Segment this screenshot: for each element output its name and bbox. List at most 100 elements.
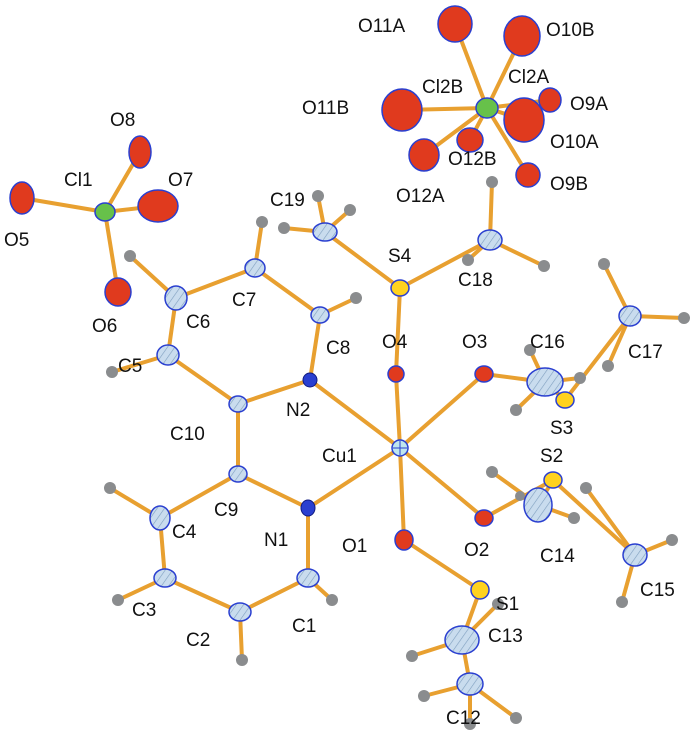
hydrogen-atoms [104, 176, 690, 730]
label-c12: C12 [446, 708, 481, 729]
atom-c18 [477, 229, 503, 251]
bond-cu1-o2 [398, 446, 486, 520]
label-o2: O2 [464, 540, 489, 561]
bond-s4-c19 [323, 230, 402, 290]
label-o11b: O11B [302, 98, 349, 119]
sulfur-atoms [390, 279, 575, 600]
atom-o10a [503, 97, 545, 143]
atom-c7 [244, 258, 266, 278]
atom-c5 [156, 344, 180, 366]
atom-c1 [296, 568, 320, 588]
atom-c3 [153, 568, 177, 588]
label-n2: N2 [286, 400, 310, 421]
atom-c15 [622, 543, 648, 567]
atom-o5 [9, 181, 35, 215]
bond-c1-c2 [238, 576, 310, 614]
label-c5: C5 [118, 356, 142, 377]
bond-cl1-o5 [20, 196, 107, 214]
bond-cl2-o9b [485, 106, 530, 177]
chlorine-atoms [94, 97, 499, 222]
label-c10: C10 [170, 424, 205, 445]
label-c18: C18 [458, 270, 493, 291]
atom-labels: O11A O10B Cl2B Cl2A O11B O9A O10A O12B O… [4, 16, 675, 729]
label-o3: O3 [462, 332, 487, 353]
atom-o9b [515, 162, 541, 188]
label-c9: C9 [214, 500, 238, 521]
label-o12b: O12B [448, 149, 497, 170]
label-o10a: O10A [550, 132, 599, 153]
atom-c16 [526, 367, 564, 397]
label-c1: C1 [292, 616, 316, 637]
bond-s3-c17 [563, 314, 632, 402]
atom-o11b [381, 88, 423, 132]
atom-s2 [543, 471, 563, 489]
bond-c9-n1 [236, 472, 310, 510]
label-s3: S3 [550, 418, 573, 439]
label-o5: O5 [4, 230, 29, 251]
atom-c2 [228, 602, 252, 622]
label-o12a: O12A [396, 186, 445, 207]
atom-s4 [390, 279, 410, 297]
atom-o4 [387, 365, 405, 383]
atom-s1 [470, 580, 490, 600]
label-o9a: O9A [570, 94, 608, 115]
label-s1: S1 [496, 594, 519, 615]
atom-o1 [394, 529, 414, 551]
bond-cu1-o1 [398, 446, 406, 542]
bond-o4-s4 [394, 286, 402, 376]
label-c15: C15 [640, 580, 675, 601]
label-c4: C4 [172, 522, 197, 543]
label-o10b: O10B [546, 20, 595, 41]
label-c3: C3 [132, 600, 156, 621]
atom-c6 [164, 285, 188, 311]
atom-cl2 [475, 97, 499, 119]
bond-s2-c15 [551, 478, 637, 557]
label-c19: C19 [270, 190, 305, 211]
label-o9b: O9B [550, 174, 588, 195]
atom-cl1 [94, 202, 116, 222]
bond-c4-c9 [158, 472, 240, 520]
atom-c14 [523, 487, 553, 523]
atom-o12b [456, 127, 484, 153]
atom-o7 [137, 189, 179, 223]
label-cl1: Cl1 [64, 170, 93, 191]
label-s2: S2 [540, 446, 563, 467]
label-c8: C8 [326, 338, 350, 359]
atom-s3 [555, 391, 575, 409]
label-cl2a: Cl2A [508, 67, 550, 88]
label-c6: C6 [186, 312, 210, 333]
bond-c8-c7 [253, 266, 322, 317]
label-c2: C2 [186, 630, 210, 651]
atom-c17 [618, 305, 642, 327]
label-cu1: Cu1 [322, 446, 357, 467]
atom-o12a [408, 138, 440, 172]
bond-cu1-n1 [306, 446, 402, 510]
bond-s4-c18 [398, 238, 492, 290]
atom-o10b [503, 15, 541, 57]
atom-n2 [302, 372, 318, 388]
bond-c10-n2 [236, 378, 312, 406]
atom-n1 [300, 499, 316, 517]
atom-o2 [474, 509, 494, 527]
bond-c5-c10 [166, 353, 240, 406]
label-cl2b: Cl2B [422, 77, 463, 98]
bond-n2-c8 [308, 313, 322, 382]
atom-o8 [128, 135, 152, 169]
label-o7: O7 [168, 170, 193, 191]
atom-c9 [228, 465, 248, 483]
atom-c13 [444, 625, 480, 655]
label-c13: C13 [488, 626, 523, 647]
label-c16: C16 [530, 332, 565, 353]
nitrogen-atoms [300, 372, 318, 517]
atom-o9a [538, 87, 562, 113]
atom-c4 [149, 505, 171, 531]
label-n1: N1 [264, 530, 288, 551]
label-o11a: O11A [358, 16, 406, 37]
bond-cu1-n2 [308, 378, 402, 450]
label-c17: C17 [628, 342, 663, 363]
label-o8: O8 [110, 110, 135, 131]
bond-c7-c6 [174, 266, 257, 300]
bond-c2-c3 [163, 576, 242, 614]
atom-c12 [456, 672, 484, 696]
